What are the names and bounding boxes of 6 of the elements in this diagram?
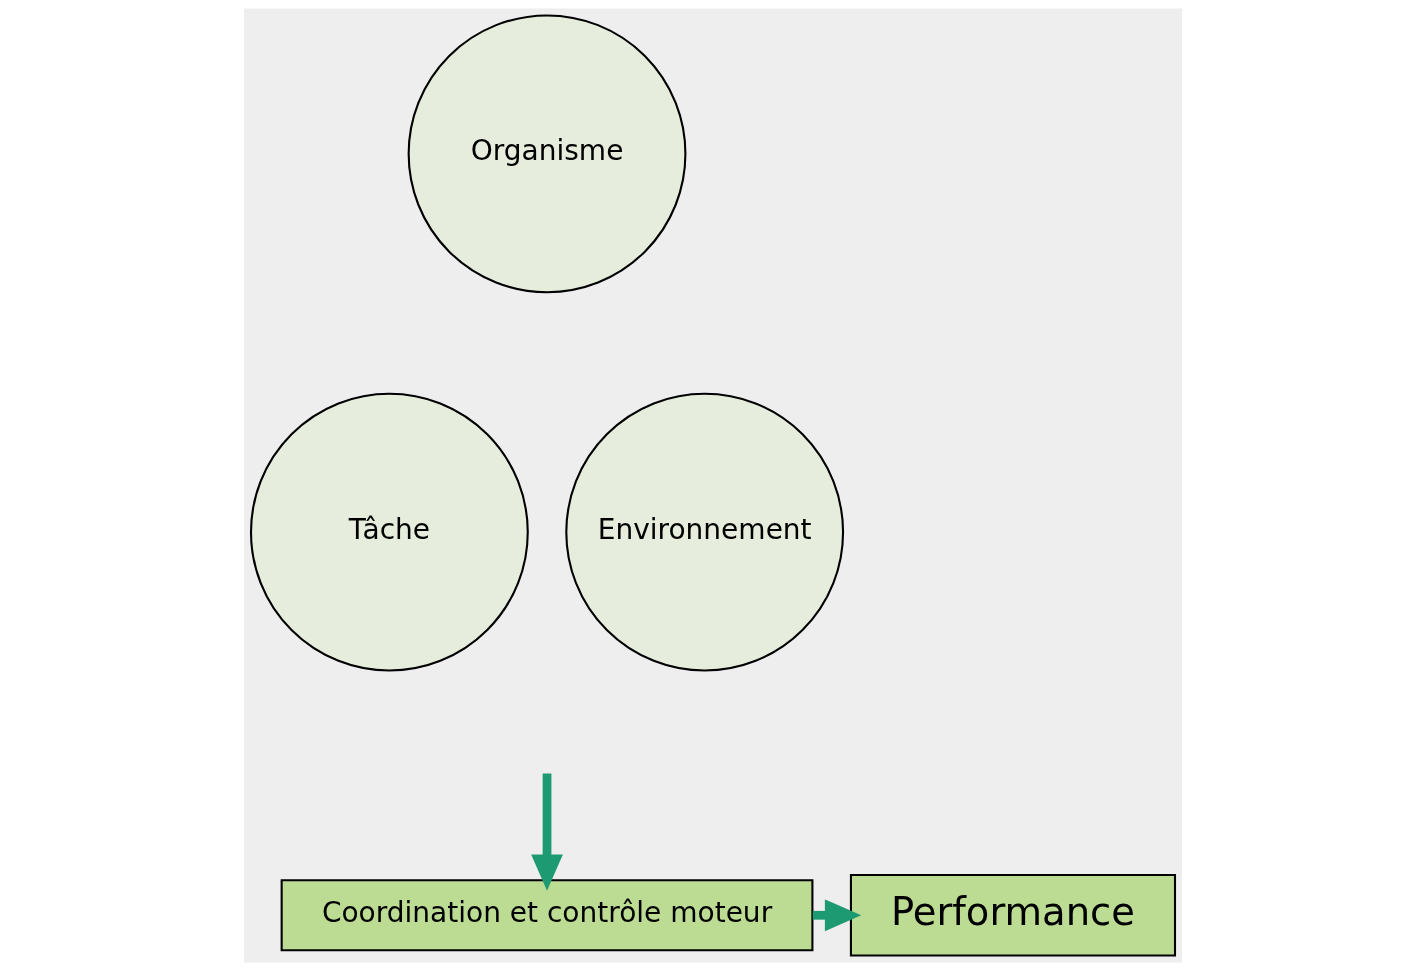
node-box: Performance	[849, 873, 1177, 957]
arrow	[531, 773, 563, 891]
node-circle: Tâche	[249, 392, 529, 672]
node-circle: Environnement	[565, 392, 845, 672]
node-box: Coordination et contrôle moteur	[280, 879, 814, 952]
node-circle: Organisme	[407, 14, 687, 294]
